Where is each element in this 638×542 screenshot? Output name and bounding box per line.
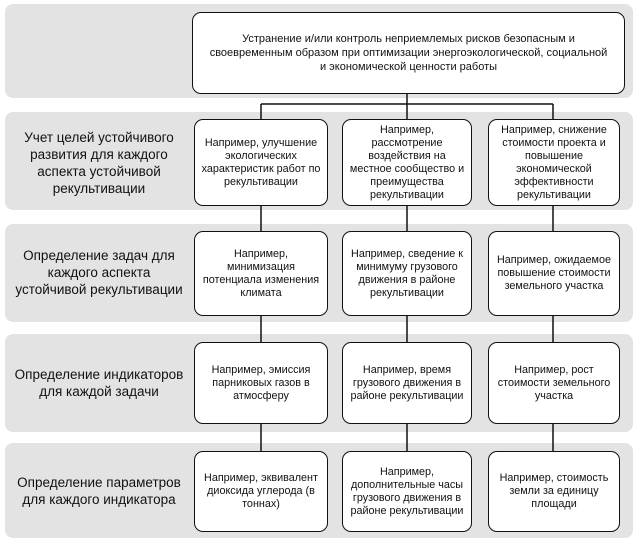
row-2-cell-2: Например, сведение к минимуму грузового … bbox=[342, 231, 472, 316]
row-1-cell-1-text: Например, улучшение экологических характ… bbox=[201, 136, 321, 188]
row-2-cell-2-text: Например, сведение к минимуму грузового … bbox=[351, 247, 463, 299]
row-3-cell-2: Например, время грузового движения в рай… bbox=[342, 342, 472, 424]
row-2-cell-3-text: Например, ожидаемое повышение стоимости … bbox=[497, 254, 611, 292]
row-2-label: Определение задач для каждого аспекта ус… bbox=[15, 248, 183, 297]
row-4-cell-1: Например, эквивалент диоксида углерода (… bbox=[194, 451, 328, 532]
row-1-label: Учет целей устойчивого развития для кажд… bbox=[24, 130, 174, 196]
goal-text: Устранение и/или контроль неприемлемых р… bbox=[209, 33, 608, 73]
row-3-cell-3: Например, рост стоимости земельного учас… bbox=[488, 342, 620, 424]
row-1-cell-2: Например, рассмотрение воздействия на ме… bbox=[342, 119, 472, 206]
row-3-cell-1: Например, эмиссия парниковых газов в атм… bbox=[194, 342, 328, 424]
row-3-label: Определение индикаторов для каждой задач… bbox=[14, 367, 184, 399]
row-2-cell-1-text: Например, минимизация потенциала изменен… bbox=[202, 247, 320, 299]
goal-box: Устранение и/или контроль неприемлемых р… bbox=[192, 12, 625, 94]
row-4-cell-2: Например, дополнительные часы грузового … bbox=[342, 451, 472, 532]
row-4-cell-1-text: Например, эквивалент диоксида углерода (… bbox=[204, 472, 318, 510]
row-2-cell-3: Например, ожидаемое повышение стоимости … bbox=[488, 231, 620, 316]
row-1-cell-3-text: Например, снижение стоимости проекта и п… bbox=[501, 123, 607, 201]
row-4-label: Определение параметров для каждого индик… bbox=[17, 475, 181, 507]
row-3-cell-1-text: Например, эмиссия парниковых газов в атм… bbox=[211, 363, 311, 402]
row-2-cell-1: Например, минимизация потенциала изменен… bbox=[194, 231, 328, 316]
row-1-cell-2-text: Например, рассмотрение воздействия на ме… bbox=[349, 123, 465, 201]
row-4-cell-2-text: Например, дополнительные часы грузового … bbox=[350, 465, 464, 517]
row-3-cell-2-text: Например, время грузового движения в рай… bbox=[350, 363, 464, 402]
row-4-cell-3-text: Например, стоимость земли за единицу пло… bbox=[499, 472, 609, 510]
row-3-cell-3-text: Например, рост стоимости земельного учас… bbox=[497, 363, 611, 402]
row-1-cell-3: Например, снижение стоимости проекта и п… bbox=[488, 119, 620, 206]
row-1-cell-1: Например, улучшение экологических характ… bbox=[194, 119, 328, 206]
row-4-cell-3: Например, стоимость земли за единицу пло… bbox=[488, 451, 620, 532]
